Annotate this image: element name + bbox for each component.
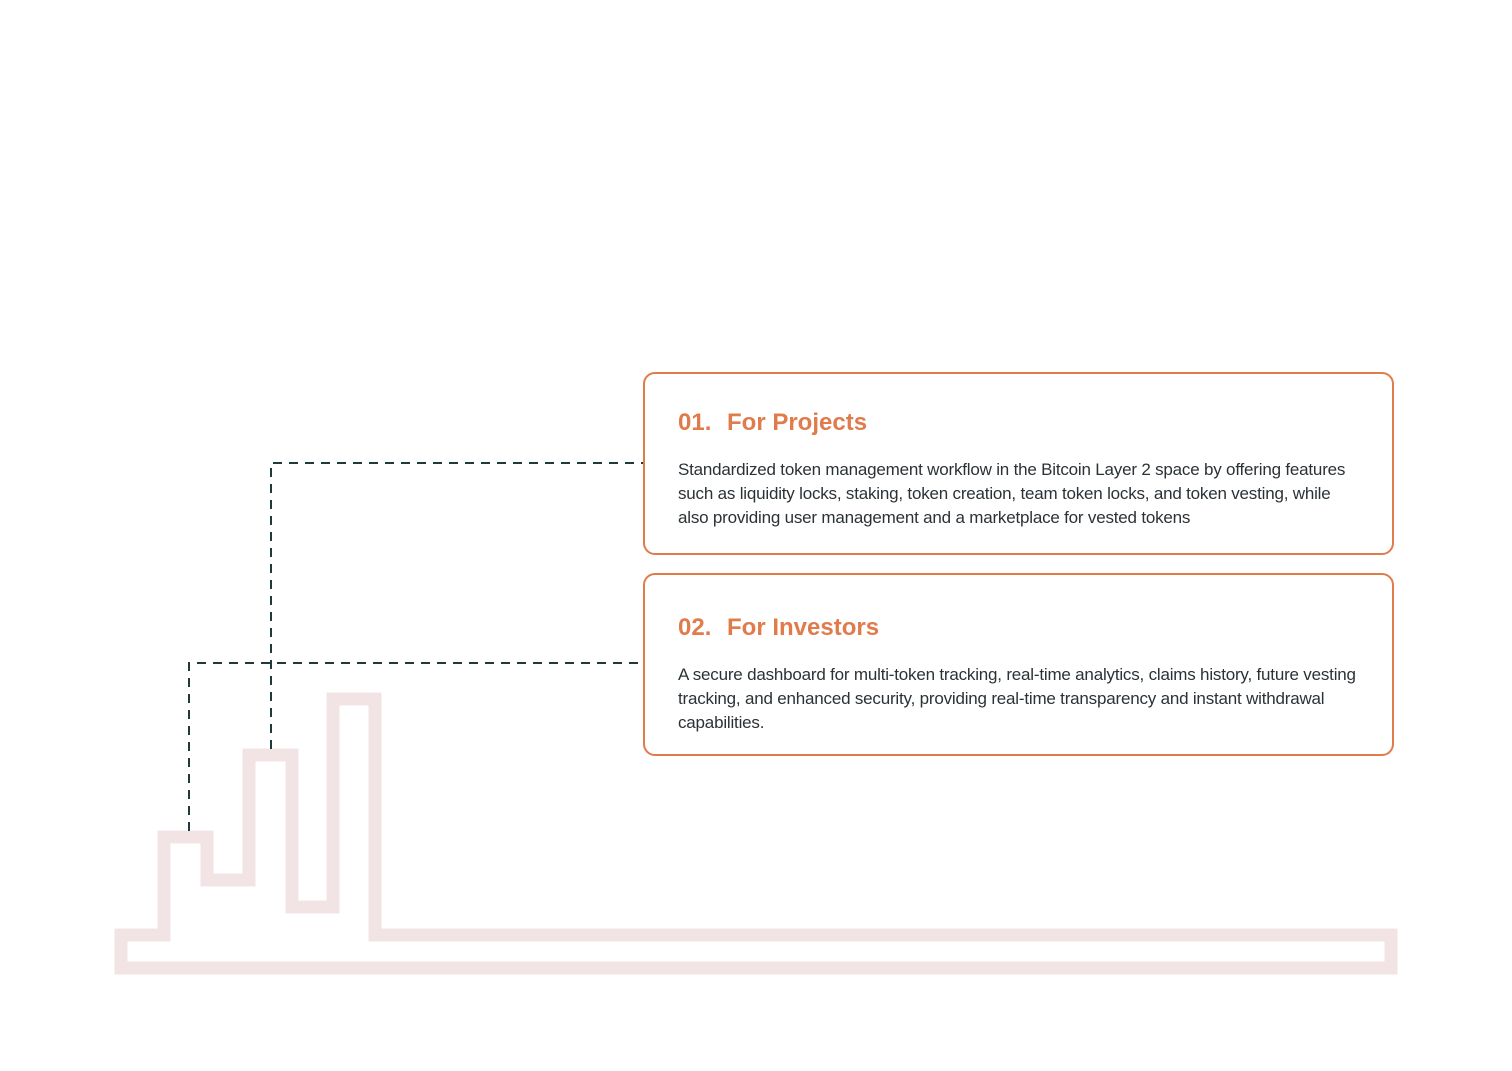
card-description: A secure dashboard for multi-token track… xyxy=(678,665,1356,732)
card-heading: For Projects xyxy=(727,409,868,436)
card-number: 01. xyxy=(678,409,712,436)
card-title: 02. For Investors xyxy=(678,613,1360,643)
card-heading: For Investors xyxy=(727,614,880,641)
card-number: 02. xyxy=(678,614,712,641)
card-title: 01. For Projects xyxy=(678,408,1360,438)
card-for-investors: 02. For Investors A secure dashboard for… xyxy=(643,573,1394,756)
card-description: Standardized token management workflow i… xyxy=(678,460,1346,527)
skyline-outline xyxy=(114,692,1398,975)
connector-projects xyxy=(270,462,643,749)
card-for-projects: 01. For Projects Standardized token mana… xyxy=(643,372,1394,555)
connector-investors xyxy=(188,662,643,831)
